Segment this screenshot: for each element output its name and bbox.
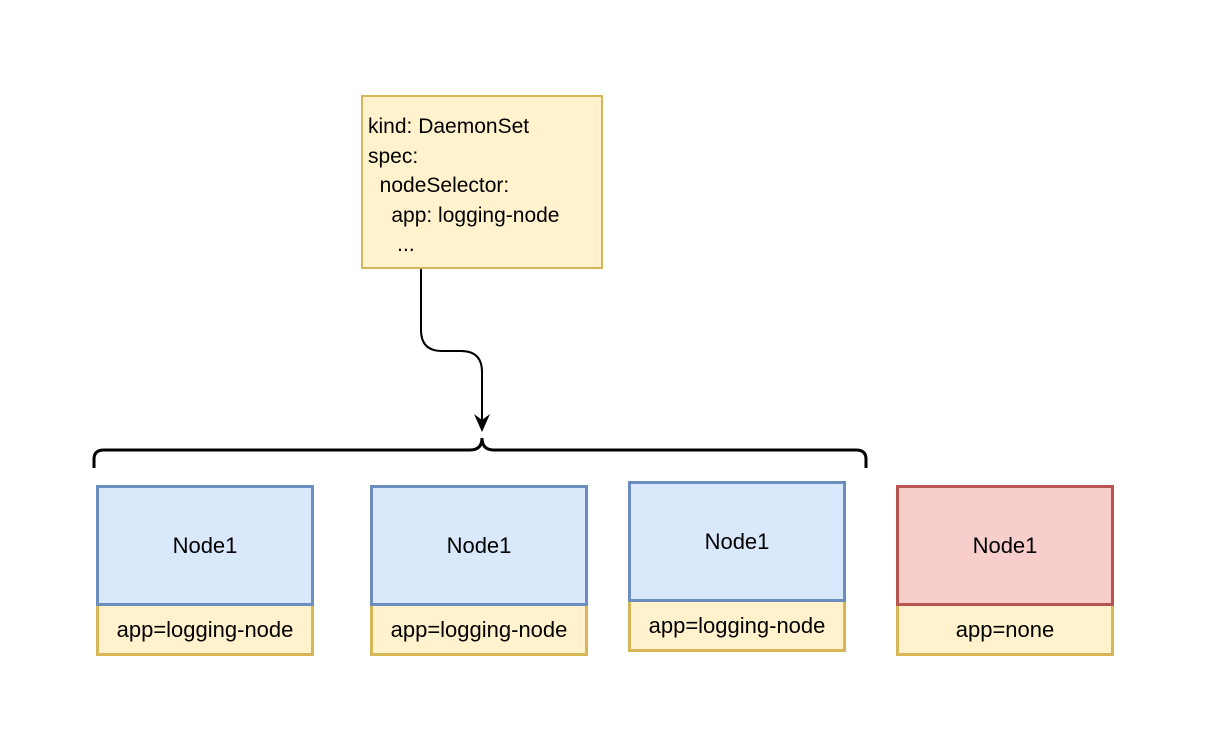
- node-label: app=logging-node: [628, 602, 846, 652]
- node-card-4: Node1 app=none: [896, 485, 1114, 656]
- selector-arrow: [420, 269, 483, 430]
- node-name: Node1: [896, 485, 1114, 606]
- node-label: app=logging-node: [96, 606, 314, 656]
- node-name: Node1: [628, 481, 846, 602]
- spec-line-app: app: logging-node: [368, 203, 560, 227]
- node-card-2: Node1 app=logging-node: [370, 485, 588, 656]
- node-name: Node1: [96, 485, 314, 606]
- node-label: app=none: [896, 606, 1114, 656]
- arrow-head: [474, 414, 490, 432]
- spec-line-spec: spec:: [368, 144, 419, 168]
- node-card-1: Node1 app=logging-node: [96, 485, 314, 656]
- node-card-3: Node1 app=logging-node: [628, 481, 846, 652]
- daemonset-spec-box: kind: DaemonSet spec: nodeSelector: app:…: [361, 95, 603, 269]
- node-name: Node1: [370, 485, 588, 606]
- selection-brace: [92, 437, 868, 468]
- spec-line-node-selector: nodeSelector:: [368, 174, 510, 197]
- spec-line-kind: kind: DaemonSet: [368, 115, 530, 138]
- spec-line-ellipsis: ...: [368, 233, 415, 256]
- node-label: app=logging-node: [370, 606, 588, 656]
